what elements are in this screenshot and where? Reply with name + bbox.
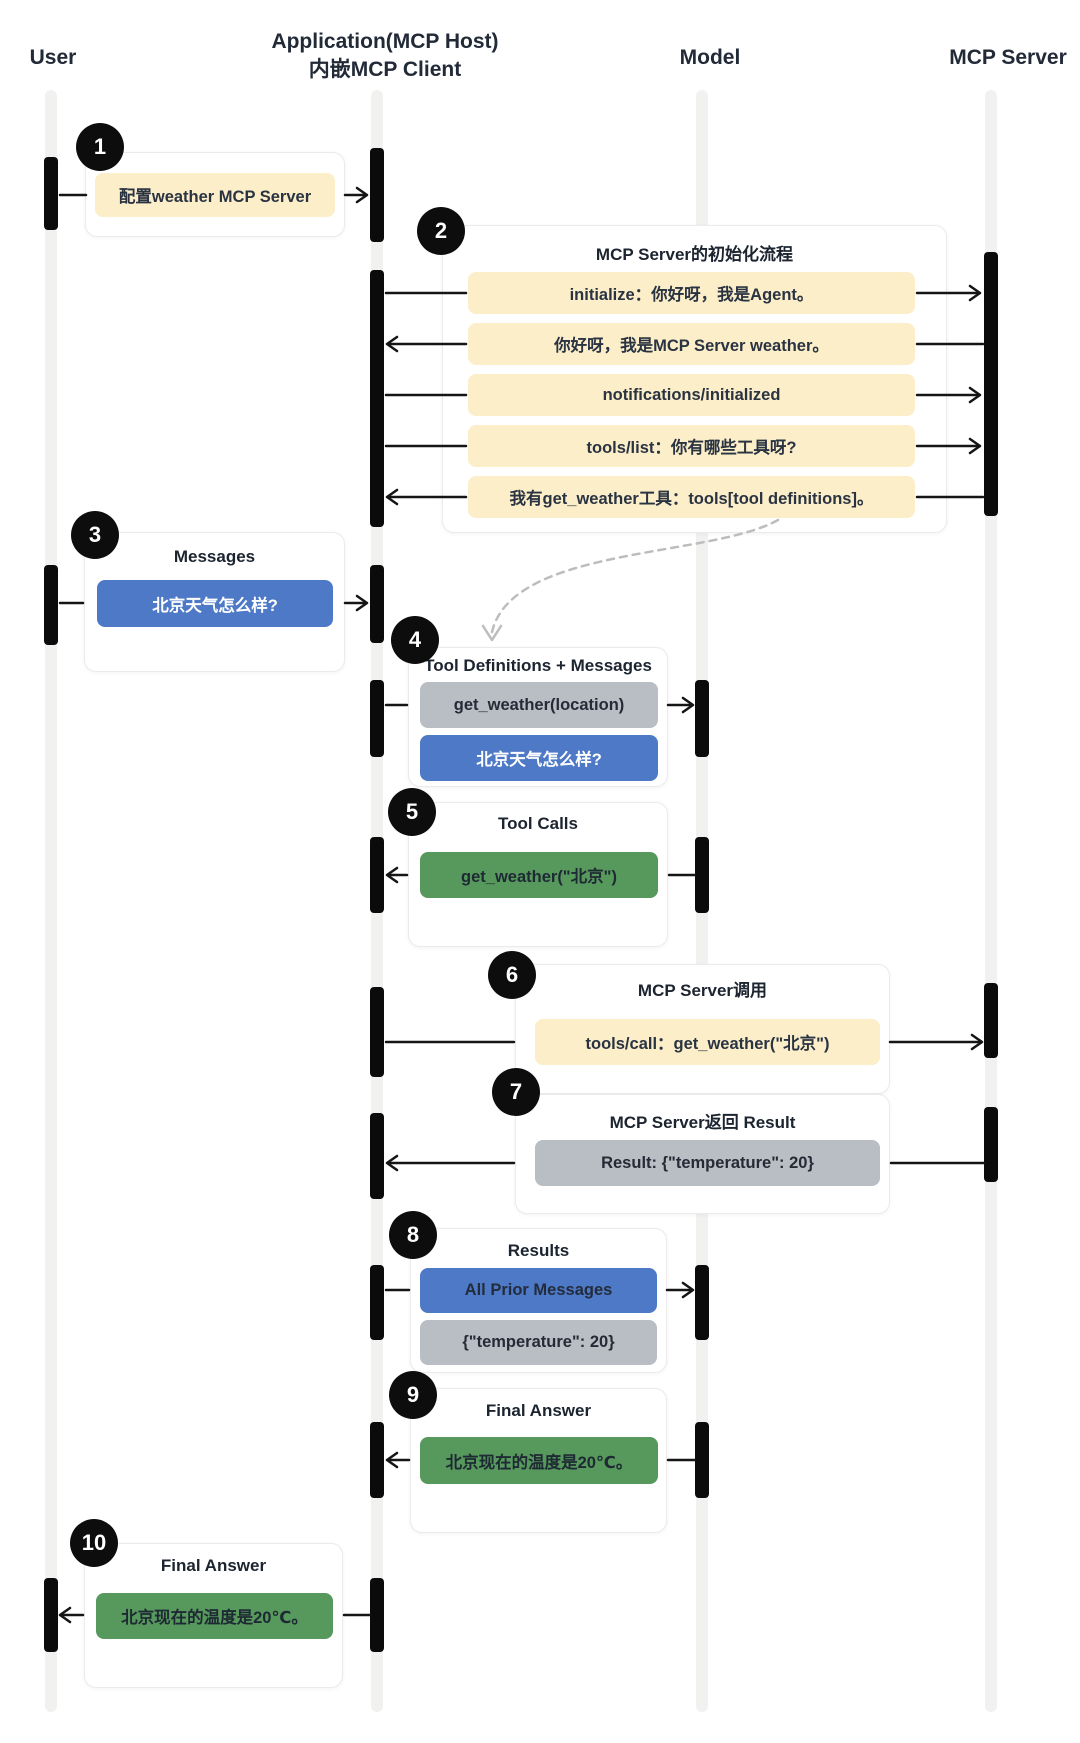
step-title-5: Tool Calls [498, 814, 578, 833]
step-title-2: MCP Server的初始化流程 [595, 245, 794, 264]
activation-bar-app-6 [370, 987, 384, 1077]
activation-bar-app-5 [370, 837, 384, 913]
activation-bar-model-4 [695, 680, 709, 757]
step-title-4: Tool Definitions + Messages [424, 656, 652, 675]
activation-bar-app-3 [370, 565, 384, 643]
step-title-6: MCP Server调用 [637, 981, 768, 1000]
message-pill-tools-call: tools/call：get_weather("北京") [535, 1019, 880, 1065]
step-circle-6: 6 [488, 951, 536, 999]
message-pill-notifications-initialized: notifications/initialized [468, 374, 915, 416]
step-title-3: Messages [173, 547, 256, 566]
activation-bar-app-10 [370, 1578, 384, 1652]
lifeline-user [45, 90, 57, 1712]
lane-header-model: Model [679, 46, 741, 69]
step-circle-5: 5 [388, 788, 436, 836]
activation-bar-model-5 [695, 837, 709, 913]
activation-bar-app-1 [370, 148, 384, 242]
activation-bar-app-2 [370, 270, 384, 527]
message-pill-hello-weather: 你好呀，我是MCP Server weather。 [468, 323, 915, 365]
message-pill-beijing-weather-question: 北京天气怎么样? [97, 580, 333, 627]
step-title-7: MCP Server返回 Result [609, 1113, 796, 1132]
lane-header-application: Application(MCP Host) 内嵌MCP Client [225, 28, 545, 84]
message-pill-get-weather-beijing: get_weather("北京") [420, 852, 658, 898]
activation-bar-model-8 [695, 1265, 709, 1340]
step-circle-3: 3 [71, 511, 119, 559]
message-pill-configure-weather-server: 配置weather MCP Server [95, 173, 335, 217]
activation-bar-mcp-2 [984, 252, 998, 516]
activation-bar-mcp-7 [984, 1107, 998, 1182]
message-pill-initialize: initialize：你好呀，我是Agent。 [468, 272, 915, 314]
lane-header-application-line1: Application(MCP Host) [271, 30, 499, 53]
message-pill-tool-definitions: 我有get_weather工具：tools[tool definitions]。 [468, 476, 915, 518]
step-circle-4: 4 [391, 616, 439, 664]
lane-header-user: User [29, 46, 77, 69]
activation-bar-app-7 [370, 1113, 384, 1199]
activation-bar-user-1 [44, 157, 58, 230]
step-title-8: Results [507, 1241, 570, 1260]
step-circle-9: 9 [389, 1371, 437, 1419]
activation-bar-model-9 [695, 1422, 709, 1498]
message-pill-final-answer-model: 北京现在的温度是20℃。 [420, 1437, 658, 1484]
step-circle-7: 7 [492, 1068, 540, 1116]
message-pill-get-weather-location: get_weather(location) [420, 682, 658, 728]
activation-bar-app-8 [370, 1265, 384, 1340]
step-circle-2: 2 [417, 207, 465, 255]
dashed-curve-tool-definitions-to-step4 [481, 518, 780, 642]
activation-bar-mcp-6 [984, 983, 998, 1058]
activation-bar-user-3 [44, 565, 58, 645]
activation-bar-app-9 [370, 1422, 384, 1498]
step-title-10: Final Answer [160, 1556, 267, 1575]
message-pill-result-temperature: Result: {"temperature": 20} [535, 1140, 880, 1186]
message-pill-beijing-weather-question-2: 北京天气怎么样? [420, 735, 658, 781]
message-pill-final-answer-user: 北京现在的温度是20℃。 [96, 1593, 333, 1639]
step-circle-10: 10 [70, 1519, 118, 1567]
step-circle-8: 8 [389, 1211, 437, 1259]
message-pill-all-prior-messages: All Prior Messages [420, 1268, 657, 1313]
lane-header-application-line2: 内嵌MCP Client [308, 58, 462, 81]
lane-header-mcp-server: MCP Server [949, 46, 1067, 69]
message-pill-temperature-json: {"temperature": 20} [420, 1320, 657, 1365]
step-title-9: Final Answer [485, 1401, 592, 1420]
activation-bar-user-10 [44, 1578, 58, 1652]
step-circle-1: 1 [76, 123, 124, 171]
message-pill-tools-list: tools/list：你有哪些工具呀? [468, 425, 915, 467]
activation-bar-app-4 [370, 680, 384, 757]
